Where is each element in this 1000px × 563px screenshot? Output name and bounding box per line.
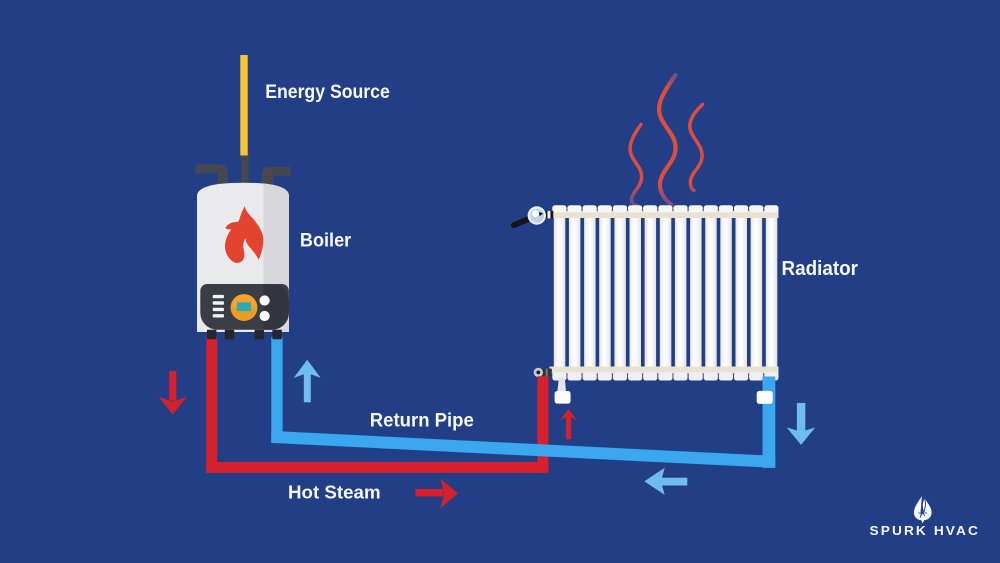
svg-text:Return Pipe: Return Pipe	[370, 411, 474, 432]
svg-text:SPURK HVAC: SPURK HVAC	[870, 523, 981, 538]
svg-text:Boiler: Boiler	[300, 231, 352, 252]
svg-text:Hot Steam: Hot Steam	[288, 483, 381, 503]
svg-text:Radiator: Radiator	[782, 258, 859, 280]
svg-text:Energy Source: Energy Source	[265, 82, 390, 103]
